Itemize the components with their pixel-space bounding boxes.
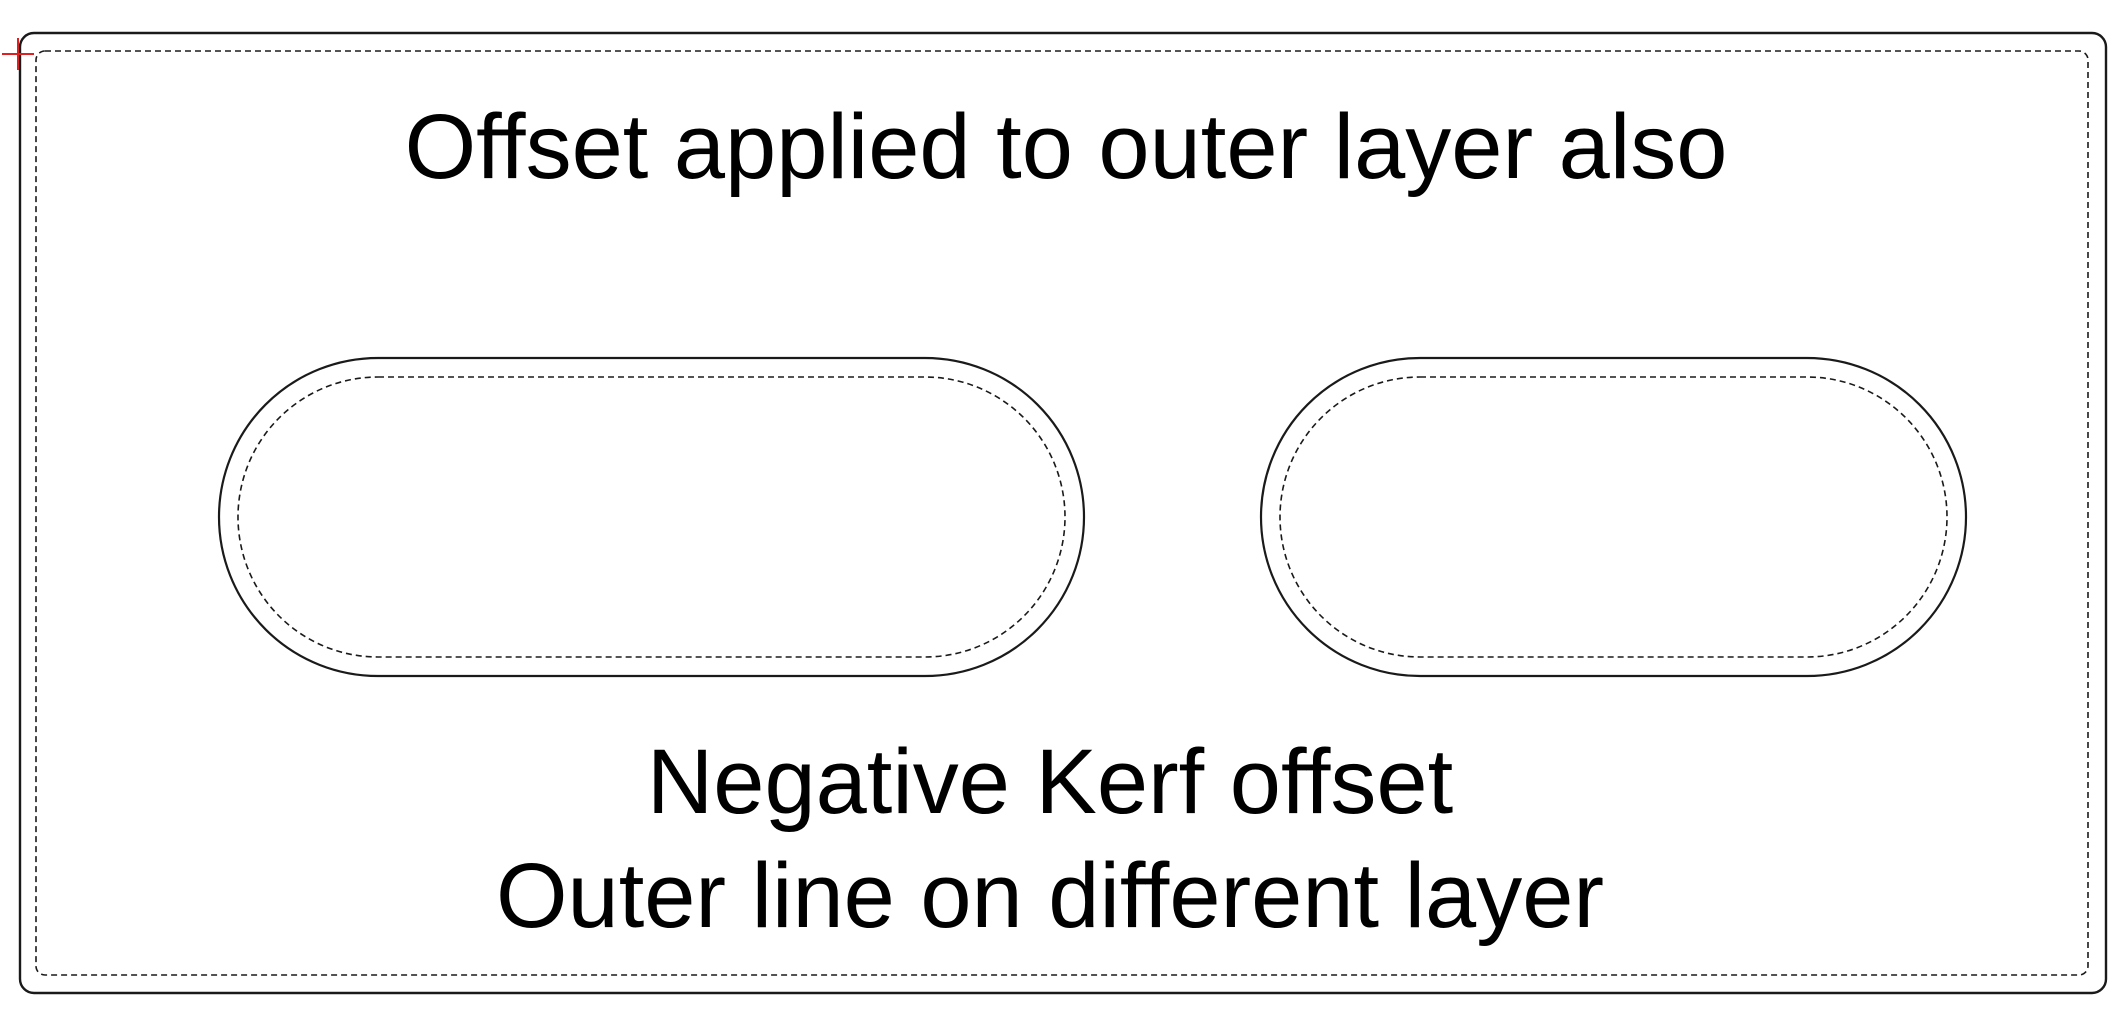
right-slot-offset-dashed[interactable] (1279, 376, 1948, 658)
right-slot-outline[interactable] (1259, 356, 1968, 678)
origin-crosshair-icon (2, 38, 34, 70)
bottom-annotation-line-2: Outer line on different layer (496, 845, 1604, 947)
top-annotation-label: Offset applied to outer layer also (405, 96, 1728, 198)
left-slot-outline[interactable] (217, 356, 1086, 678)
left-slot-offset-dashed[interactable] (237, 376, 1066, 658)
outer-panel-offset-dashed[interactable] (35, 50, 2089, 976)
bottom-annotation-line-1: Negative Kerf offset (647, 731, 1453, 833)
outer-panel-outline[interactable] (18, 31, 2108, 995)
